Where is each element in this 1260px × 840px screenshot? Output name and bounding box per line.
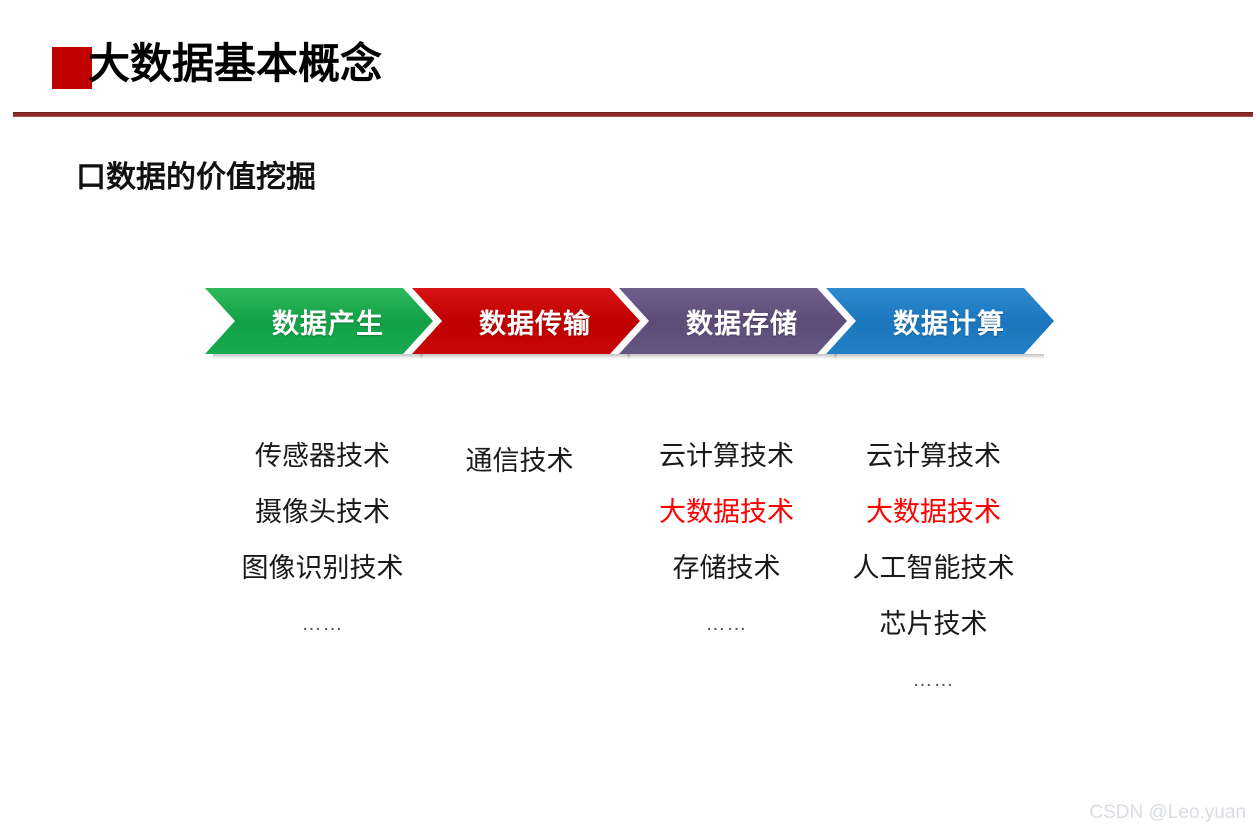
technology-item-highlighted: 大数据技术 [659, 497, 794, 527]
technology-item: 摄像头技术 [255, 497, 390, 527]
chevron-shadow [420, 354, 630, 359]
technology-item: 传感器技术 [255, 441, 390, 471]
pipeline-stage-label: 数据产生 [272, 308, 384, 339]
pipeline-stage-label: 数据传输 [479, 308, 591, 339]
chevron-shadow [627, 354, 837, 359]
pipeline-stage-data-storage: 数据存储 [619, 288, 847, 354]
technology-item: 图像识别技术 [241, 553, 404, 583]
red-square-bullet-icon [52, 47, 92, 89]
technology-column-data-storage: 云计算技术 大数据技术 存储技术 …… [619, 428, 834, 652]
technology-item: 芯片技术 [879, 609, 988, 639]
technology-column-data-transmission: 通信技术 [412, 428, 627, 489]
technology-item: 通信技术 [465, 446, 574, 476]
pipeline-diagram: 数据产生 数据传输 数据存储 数据计算 [205, 288, 1035, 359]
technology-item-highlighted: 大数据技术 [866, 497, 1001, 527]
watermark: CSDN @Leo.yuan [1089, 802, 1246, 823]
technology-item: 人工智能技术 [852, 553, 1015, 583]
technology-item: 云计算技术 [866, 441, 1001, 471]
page-title: 大数据基本概念 [88, 40, 383, 87]
chevron-shadow [834, 354, 1044, 359]
pipeline-stage-data-computing: 数据计算 [826, 288, 1054, 354]
technology-columns: 传感器技术 摄像头技术 图像识别技术 …… 通信技术 云计算技术 大数据技术 存… [205, 428, 1035, 718]
technology-item: 云计算技术 [659, 441, 794, 471]
technology-column-data-computing: 云计算技术 大数据技术 人工智能技术 芯片技术 …… [826, 428, 1041, 708]
pipeline-stage-label: 数据计算 [893, 308, 1005, 339]
technology-ellipsis: …… [301, 613, 344, 635]
technology-ellipsis: …… [912, 669, 955, 691]
header-divider [13, 112, 1253, 117]
section-subtitle: 口数据的价值挖掘 [76, 161, 316, 194]
technology-column-data-generation: 传感器技术 摄像头技术 图像识别技术 …… [215, 428, 430, 652]
chevron-shadow [213, 354, 423, 359]
slide-header: 大数据基本概念 [0, 0, 1260, 120]
pipeline-stage-data-generation: 数据产生 [205, 288, 433, 354]
technology-ellipsis: …… [705, 613, 748, 635]
pipeline-stage-data-transmission: 数据传输 [412, 288, 640, 354]
technology-item: 存储技术 [672, 553, 781, 583]
pipeline-stage-label: 数据存储 [686, 308, 798, 339]
